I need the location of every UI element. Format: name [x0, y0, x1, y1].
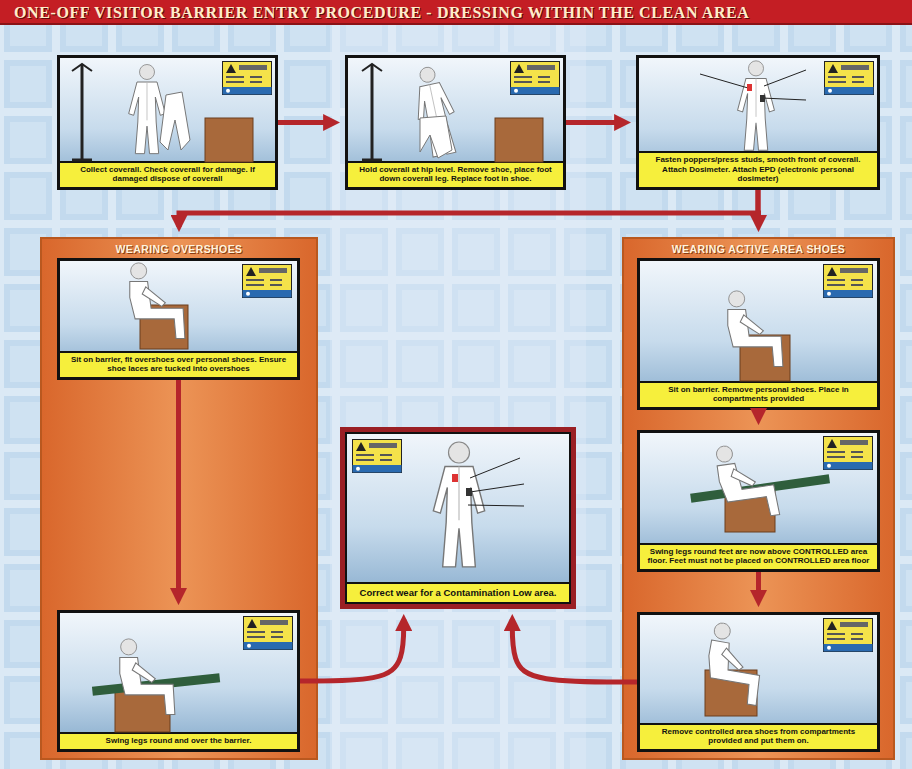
result-panel: Correct wear for a Contamination Low are…: [340, 427, 576, 609]
panel-illustration: [92, 617, 293, 733]
person-figure: [130, 263, 185, 339]
barrier-box: [740, 335, 790, 381]
flow-arrow: [512, 619, 637, 682]
controlled-area-sign: [824, 437, 873, 470]
step-panel: Sit on barrier, fit overshoes over perso…: [57, 258, 300, 380]
option-band: WEARING OVERSHOES Sit on barrier, fit ove…: [40, 237, 318, 760]
step-panel: Swing legs round feet are now above CONT…: [637, 430, 880, 572]
controlled-area-sign: [353, 440, 402, 473]
person-figure: [129, 65, 166, 154]
person-figure: [738, 61, 775, 150]
flow-arrow: [756, 190, 762, 227]
panel-illustration: [130, 263, 292, 349]
step-caption: Swing legs round feet are now above CONT…: [640, 543, 877, 570]
controlled-area-sign: [244, 617, 293, 650]
person-figure: [728, 291, 783, 367]
controlled-area-sign: [223, 62, 272, 95]
panel-illustration: [353, 440, 525, 567]
grid-band: [330, 25, 586, 769]
person-figure: [408, 64, 462, 159]
step-panel: Hold coverall at hip level. Remove shoe,…: [345, 55, 566, 190]
flow-arrow: [756, 410, 761, 420]
panel-illustration: [690, 437, 872, 533]
step-panel: Swing legs round and over the barrier.: [57, 610, 300, 752]
person-figure: [702, 622, 769, 706]
step-panel: Sit on barrier. Remove personal shoes. P…: [637, 258, 880, 410]
person-figure: [715, 440, 780, 522]
step-caption: Sit on barrier, fit overshoes over perso…: [60, 351, 297, 378]
band-heading: WEARING ACTIVE AREA SHOES: [624, 239, 893, 255]
barrier-box: [205, 118, 253, 162]
coverall: [160, 92, 190, 150]
controlled-area-sign: [824, 265, 873, 298]
flow-arrow: [756, 572, 761, 602]
flow-arrow: [566, 120, 626, 125]
barrier-rail: [690, 474, 830, 502]
step-caption: Correct wear for a Contamination Low are…: [347, 582, 569, 602]
barrier-box: [705, 670, 757, 716]
barrier-box: [140, 305, 188, 349]
person-figure: [120, 639, 175, 715]
step-caption: Fasten poppers/press studs, smooth front…: [639, 151, 877, 187]
step-caption: Collect coverall. Check coverall for dam…: [60, 161, 275, 188]
title: ONE-OFF VISITOR BARRIER ENTRY PROCEDURE …: [0, 0, 912, 25]
controlled-area-sign: [243, 265, 292, 298]
panel-illustration: [362, 62, 560, 163]
flow-arrow: [278, 120, 335, 125]
step-panel: Remove controlled area shoes from compar…: [637, 612, 880, 752]
step-caption: Hold coverall at hip level. Remove shoe,…: [348, 161, 563, 188]
step-caption: Sit on barrier. Remove personal shoes. P…: [640, 381, 877, 408]
controlled-area-sign: [825, 62, 874, 95]
panel-illustration: [728, 265, 873, 382]
band-heading: WEARING OVERSHOES: [42, 239, 316, 255]
barrier-box: [725, 490, 775, 532]
step-panel: Collect coverall. Check coverall for dam…: [57, 55, 278, 190]
panel-illustration: [702, 619, 873, 717]
person-figure: [433, 442, 484, 567]
controlled-area-sign: [824, 619, 873, 652]
step-caption: Swing legs round and over the barrier.: [60, 732, 297, 749]
option-band: WEARING ACTIVE AREA SHOES Sit on barrier.…: [622, 237, 895, 760]
barrier-box: [495, 118, 543, 162]
coverall: [420, 116, 452, 158]
step-panel: Fasten poppers/press studs, smooth front…: [636, 55, 880, 190]
flow-arrow: [300, 619, 404, 681]
step-caption: Remove controlled area shoes from compar…: [640, 723, 877, 750]
flow-arrow: [176, 380, 181, 600]
flow-arrow: [179, 190, 758, 227]
panel-illustration: [700, 61, 874, 150]
barrier-box: [115, 686, 170, 732]
panel-illustration: [72, 62, 272, 163]
controlled-area-sign: [511, 62, 560, 95]
barrier-rail: [92, 673, 220, 695]
